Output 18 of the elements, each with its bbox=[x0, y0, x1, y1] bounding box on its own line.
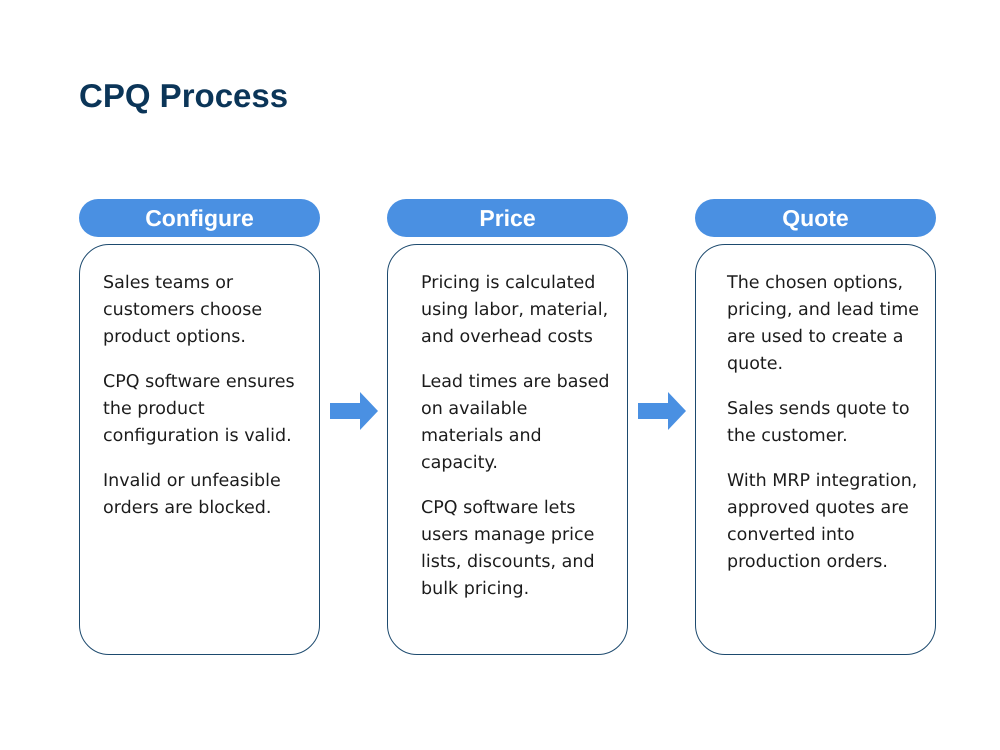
step-description: Sales teams or customers choose product options. bbox=[103, 272, 264, 349]
step-description: Invalid or unfeasible orders are blocked. bbox=[103, 470, 282, 520]
step-description: CPQ software ensures the product configuration is valid. bbox=[103, 371, 296, 448]
step-card bbox=[695, 244, 936, 655]
diagram-title: CPQ Process bbox=[79, 76, 288, 116]
step-description: CPQ software lets users manage price lists, discounts, and bulk pricing. bbox=[421, 497, 596, 601]
step-description: The chosen options, pricing, and lead time are used to create a quote. bbox=[727, 272, 920, 376]
step-header: Configure bbox=[79, 199, 320, 237]
arrow bbox=[330, 392, 378, 430]
step-card bbox=[387, 244, 628, 655]
step-description: Sales sends quote to the customer. bbox=[727, 398, 911, 448]
step-description: With MRP integration, approved quotes are converted into production orders. bbox=[727, 470, 918, 574]
step-description: Pricing is calculated using labor, material, and overhead costs bbox=[421, 272, 610, 349]
step-header: Quote bbox=[695, 199, 936, 237]
step-card bbox=[79, 244, 320, 655]
step-header: Price bbox=[387, 199, 628, 237]
step-description: Lead times are based on available materials and capacity. bbox=[421, 371, 611, 475]
arrow bbox=[638, 392, 686, 430]
